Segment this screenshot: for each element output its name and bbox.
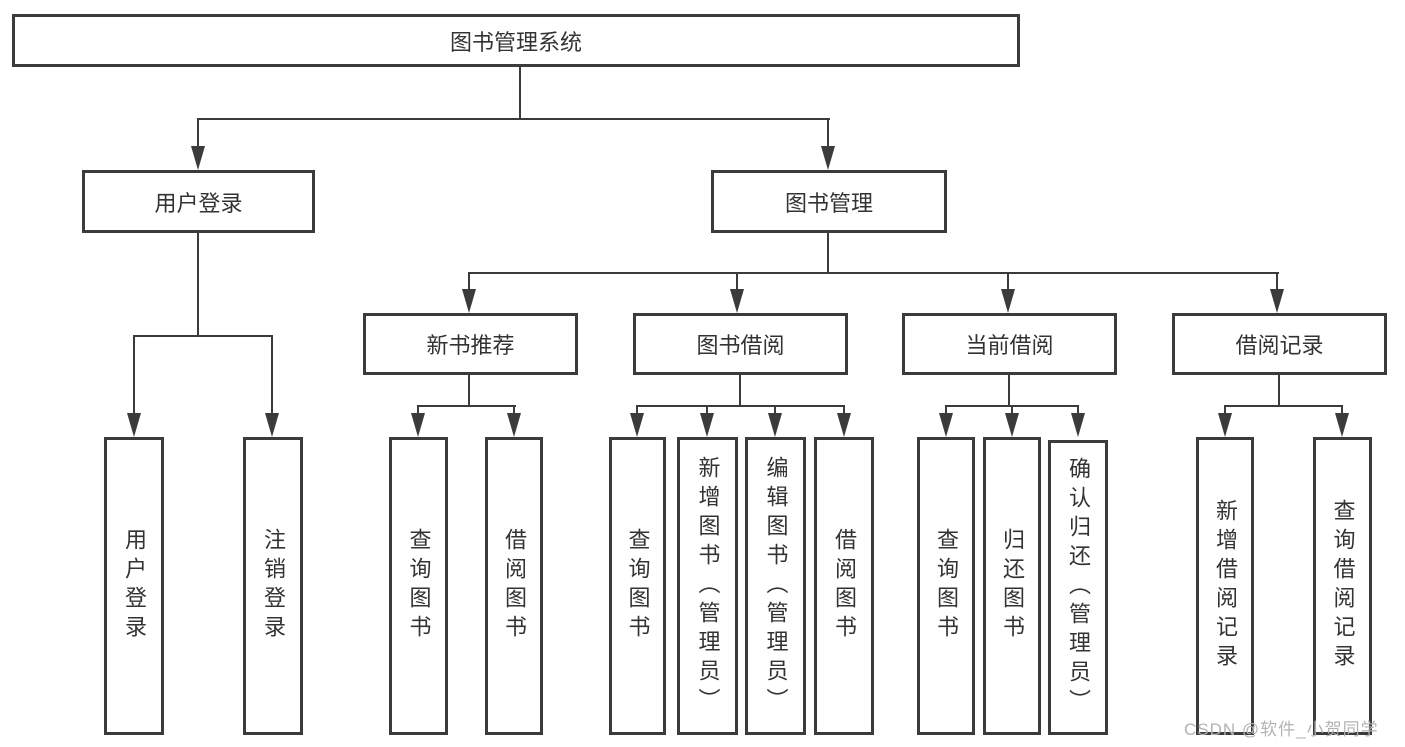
arrow-book-management — [821, 146, 835, 170]
node-label: 当前借阅 — [965, 333, 1054, 358]
edge-drop-leaf-logout — [271, 335, 273, 415]
node-label: 借阅记录 — [1235, 333, 1324, 358]
arrow-leaf-user-login — [127, 413, 141, 437]
edge-drop-cb-return — [1011, 405, 1013, 415]
edge-level3-rail — [468, 272, 1279, 274]
leaf-label: 编辑图书（管理员） — [763, 455, 789, 717]
leaf-bb-add-books-admin: 新增图书（管理员） — [677, 437, 738, 735]
leaf-label: 归还图书 — [1000, 528, 1025, 644]
arrow-bb-edit — [768, 413, 782, 437]
edge-drop-br-add — [1224, 405, 1226, 415]
arrow-current-borrow — [1001, 289, 1015, 313]
arrow-borrow-records — [1270, 289, 1284, 313]
node-borrow-records: 借阅记录 — [1172, 313, 1387, 375]
edge-root-stem — [519, 67, 521, 120]
arrow-cb-confirm — [1071, 413, 1085, 437]
leaf-cb-confirm-return-admin: 确认归还（管理员） — [1048, 440, 1108, 735]
edge-drop-nbr-query — [417, 405, 419, 415]
edge-user-login-rail — [133, 335, 273, 337]
leaf-br-query-record: 查询借阅记录 — [1313, 437, 1372, 735]
leaf-br-add-record: 新增借阅记录 — [1196, 437, 1254, 735]
leaf-nbr-borrow-books: 借阅图书 — [485, 437, 543, 735]
edge-drop-br-query — [1341, 405, 1343, 415]
node-book-borrow: 图书借阅 — [633, 313, 848, 375]
edge-drop-bb-query — [636, 405, 638, 415]
edge-drop-cb-confirm — [1077, 405, 1079, 415]
leaf-bb-edit-books-admin: 编辑图书（管理员） — [745, 437, 806, 735]
leaf-bb-query-books: 查询图书 — [609, 437, 666, 735]
arrow-leaf-logout — [265, 413, 279, 437]
edge-drop-book-borrow — [736, 272, 738, 291]
arrow-bb-borrow — [837, 413, 851, 437]
edge-book-management-stem — [827, 233, 829, 274]
leaf-label: 借阅图书 — [832, 528, 857, 644]
leaf-label: 查询图书 — [934, 528, 959, 644]
arrow-book-borrow — [730, 289, 744, 313]
edge-nbr-rail — [417, 405, 516, 407]
node-label: 图书借阅 — [696, 333, 785, 358]
leaf-bb-borrow-books: 借阅图书 — [814, 437, 874, 735]
node-current-borrow: 当前借阅 — [902, 313, 1117, 375]
node-label: 新书推荐 — [426, 333, 515, 358]
edge-cb-stem — [1008, 375, 1010, 407]
leaf-nbr-query-books: 查询图书 — [389, 437, 448, 735]
node-user-login: 用户登录 — [82, 170, 315, 233]
leaf-cb-return-books: 归还图书 — [983, 437, 1041, 735]
arrow-br-query — [1335, 413, 1349, 437]
edge-br-stem — [1278, 375, 1280, 407]
arrow-nbr-query — [411, 413, 425, 437]
arrow-user-login — [191, 146, 205, 170]
node-book-management: 图书管理 — [711, 170, 947, 233]
edge-drop-current-borrow — [1007, 272, 1009, 291]
arrow-br-add — [1218, 413, 1232, 437]
leaf-label: 查询借阅记录 — [1330, 499, 1356, 673]
arrow-cb-return — [1005, 413, 1019, 437]
edge-br-rail — [1224, 405, 1343, 407]
leaf-label: 新增图书（管理员） — [695, 455, 721, 717]
leaf-user-login: 用户登录 — [104, 437, 164, 735]
leaf-label: 借阅图书 — [502, 528, 527, 644]
edge-drop-bb-borrow — [843, 405, 845, 415]
node-label: 图书管理 — [784, 190, 873, 216]
watermark: CSDN @软件_小贺同学 — [1184, 720, 1379, 739]
edge-bb-rail — [636, 405, 845, 407]
node-new-book-recommend: 新书推荐 — [363, 313, 578, 375]
leaf-label: 新增借阅记录 — [1213, 499, 1238, 673]
edge-drop-new-book-recommend — [468, 272, 470, 291]
arrow-new-book-recommend — [462, 289, 476, 313]
node-library-management-system: 图书管理系统 — [12, 14, 1020, 67]
edge-drop-bb-edit — [774, 405, 776, 415]
arrow-bb-query — [630, 413, 644, 437]
leaf-label: 查询图书 — [406, 528, 432, 644]
edge-drop-borrow-records — [1276, 272, 1278, 291]
edge-drop-nbr-borrow — [513, 405, 515, 415]
edge-level2-rail — [197, 118, 830, 120]
leaf-label: 用户登录 — [122, 528, 147, 644]
leaf-cb-query-books: 查询图书 — [917, 437, 975, 735]
arrow-nbr-borrow — [507, 413, 521, 437]
edge-drop-bb-add — [706, 405, 708, 415]
leaf-label: 确认归还（管理员） — [1066, 457, 1091, 718]
node-label: 图书管理系统 — [449, 29, 582, 55]
edge-nbr-stem — [468, 375, 470, 407]
arrow-bb-add — [700, 413, 714, 437]
leaf-label: 查询图书 — [625, 528, 651, 644]
edge-drop-user-login — [197, 118, 199, 148]
edge-user-login-stem — [197, 233, 199, 337]
leaf-label: 注销登录 — [261, 528, 286, 644]
leaf-logout: 注销登录 — [243, 437, 303, 735]
edge-bb-stem — [739, 375, 741, 407]
edge-drop-leaf-user-login — [133, 335, 135, 415]
arrow-cb-query — [939, 413, 953, 437]
edge-drop-book-management — [827, 118, 829, 148]
node-label: 用户登录 — [154, 190, 243, 216]
edge-drop-cb-query — [945, 405, 947, 415]
